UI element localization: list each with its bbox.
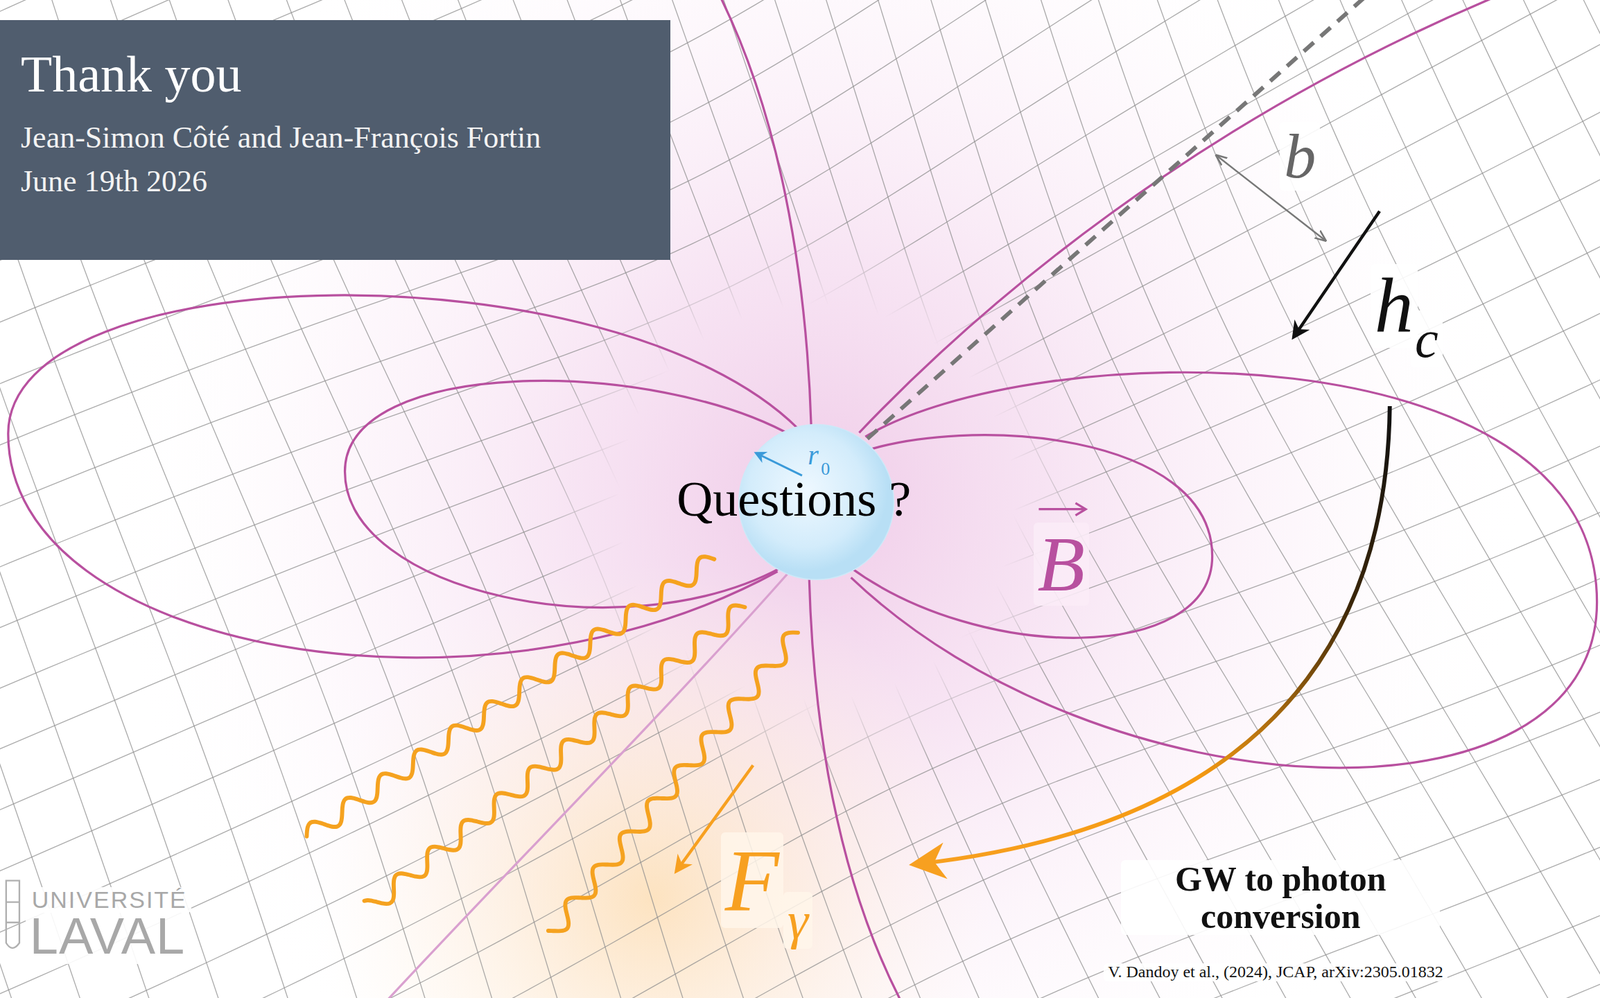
grid-line — [1146, 0, 1600, 998]
university-logo-text: LAVAL — [25, 908, 190, 965]
grid-line — [0, 0, 1600, 693]
grid-line — [0, 0, 1600, 423]
gravitational-wave-arrow — [1293, 211, 1380, 337]
grid-line — [1542, 0, 1600, 998]
grid-line — [915, 0, 1600, 998]
grid-line — [0, 0, 1031, 998]
grid-line — [0, 0, 1600, 477]
grid-line — [0, 0, 1600, 369]
grid-line — [673, 0, 1600, 998]
magnetic-field-lines — [8, 0, 1598, 998]
slide-heading: Thank you — [20, 43, 650, 106]
magnetic-field-symbol: B — [1033, 522, 1090, 607]
grid-line — [0, 0, 725, 998]
grid-line — [1473, 0, 1600, 998]
conversion-arrow — [923, 406, 1390, 864]
grid-line — [1071, 0, 1600, 998]
grid-line — [954, 0, 1600, 998]
grid-line — [836, 0, 1600, 998]
citation: V. Dandoy et al., (2024), JCAP, arXiv:23… — [1103, 963, 1448, 982]
grid-line — [0, 852, 1600, 998]
photon-wave — [548, 632, 798, 932]
field-line — [851, 372, 1598, 769]
line-of-sight — [867, 0, 1368, 439]
photon-flux-symbol: F — [720, 832, 784, 929]
grid-line — [1403, 0, 1600, 998]
field-vector-arrow-head — [1075, 503, 1086, 516]
slide-subtitle: Jean-Simon Côté and Jean-François Fortin — [20, 117, 650, 158]
photon-wave — [364, 605, 746, 905]
grid-line — [1331, 0, 1600, 998]
grid-line — [0, 0, 1600, 639]
grid-line — [1184, 0, 1600, 998]
title-panel: Thank youJean-Simon Côté and Jean-Franço… — [0, 20, 671, 260]
grid-line — [0, 0, 970, 998]
grid-line — [0, 798, 1600, 998]
grid-line — [1258, 0, 1600, 998]
field-line — [809, 578, 903, 998]
radius-symbol: r — [807, 440, 819, 471]
grid-line — [0, 0, 787, 998]
grid-line — [1577, 0, 1600, 998]
grid-line — [1109, 0, 1600, 998]
field-line — [382, 573, 788, 998]
grid-line — [1438, 0, 1600, 998]
grid-line — [795, 0, 1600, 998]
photon-flux-subscript: γ — [783, 892, 813, 950]
photon-waves — [306, 556, 798, 932]
grid-line — [1367, 0, 1600, 998]
grid-line — [0, 0, 1600, 963]
university-shield — [6, 881, 20, 949]
grid-line — [0, 690, 1600, 998]
grid-line — [875, 0, 1600, 998]
field-line — [719, 0, 812, 427]
grid-line — [0, 0, 1600, 585]
grid-line — [0, 744, 1600, 998]
field-line — [858, 0, 1500, 433]
grid-line — [0, 636, 1600, 998]
grid-line — [0, 582, 1600, 998]
grid-line — [1221, 0, 1600, 998]
grid-line — [0, 420, 1600, 998]
strain-subscript: c — [1410, 310, 1443, 368]
grid-line — [547, 0, 1600, 998]
grid-line — [589, 0, 1600, 998]
slide-subtitle: June 19th 2026 — [20, 161, 650, 202]
grid-line — [0, 311, 1600, 998]
grid-line — [0, 0, 1600, 855]
grid-line — [0, 0, 1594, 260]
grid-line — [994, 0, 1600, 998]
field-vector-arrow — [1038, 508, 1084, 511]
grid-line — [0, 960, 1600, 998]
radius-arrow — [756, 453, 803, 476]
grid-line — [0, 366, 1600, 998]
grid-line — [1294, 0, 1600, 998]
field-line — [849, 435, 1213, 639]
grid-line — [0, 257, 1600, 998]
questions-prompt: Questions ? — [676, 472, 911, 527]
grid-line — [0, 0, 1600, 801]
grid-line — [0, 528, 1600, 998]
grid-line — [1032, 0, 1600, 998]
impact-parameter-symbol: b — [1279, 122, 1320, 191]
grid-line — [1508, 0, 1600, 998]
conversion-caption: GW to photon conversion — [1120, 860, 1440, 936]
grid-line — [0, 0, 1600, 747]
grid-line — [0, 203, 1600, 998]
